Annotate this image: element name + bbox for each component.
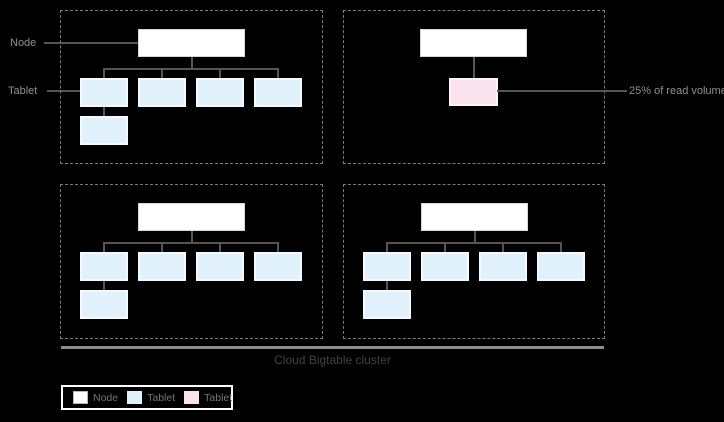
connector-line (560, 242, 562, 252)
tablet-box (254, 252, 302, 281)
tablet-box (80, 290, 128, 319)
legend-item-label: Tablet (204, 391, 233, 404)
node-group-bottom-left (60, 184, 323, 339)
tablet-leader-line (47, 90, 80, 92)
connector-line (103, 68, 105, 78)
legend-item-label: Node (93, 391, 119, 404)
legend-item: Tablet (127, 391, 175, 404)
connector-line (191, 57, 193, 69)
connector-line (103, 242, 105, 252)
connector-line (103, 68, 279, 70)
tablet-box (80, 116, 128, 145)
connector-line (386, 242, 388, 252)
connector-line (444, 242, 446, 252)
connector-line (473, 57, 475, 78)
node-box (138, 29, 245, 57)
tablet-box (479, 252, 527, 281)
connector-line (103, 242, 279, 244)
tablet-box (138, 252, 186, 281)
legend-item: Tablet (184, 391, 232, 404)
legend-item-label: Tablet (147, 391, 176, 404)
connector-line (219, 68, 221, 78)
legend-item: Node (73, 391, 118, 404)
tablet-annotation-label: Tablet (8, 85, 38, 97)
hot-tablet-box (449, 78, 498, 106)
tablet-box (196, 252, 244, 281)
tablet-box (196, 78, 244, 107)
connector-line (474, 231, 476, 243)
node-annotation-label: Node (10, 37, 37, 49)
tablet-box (363, 290, 411, 319)
tablet-box (363, 252, 411, 281)
connector-line (161, 68, 163, 78)
connector-line (191, 231, 193, 243)
node-box (421, 203, 528, 231)
read-volume-leader-line (497, 90, 627, 92)
connector-line (103, 107, 105, 116)
connector-line (386, 281, 388, 290)
connector-line (502, 242, 504, 252)
tablet-box (254, 78, 302, 107)
tablet-pink-swatch (184, 391, 200, 404)
tablet-box (421, 252, 469, 281)
node-swatch (73, 391, 88, 404)
node-leader-line (44, 42, 138, 44)
connector-line (277, 242, 279, 252)
cluster-title: Cloud Bigtable cluster (274, 353, 391, 367)
legend: Node Tablet Tablet (61, 385, 233, 410)
tablet-box (80, 252, 128, 281)
tablet-box (80, 78, 128, 107)
tablet-blue-swatch (127, 391, 143, 404)
cluster-underline (61, 346, 604, 349)
connector-line (277, 68, 279, 78)
read-volume-label: 25% of read volume (629, 85, 724, 97)
node-group-top-left (60, 10, 323, 164)
connector-line (103, 281, 105, 290)
node-box (420, 29, 527, 57)
tablet-box (537, 252, 585, 281)
node-group-bottom-right (343, 184, 605, 339)
connector-line (386, 242, 562, 244)
node-box (138, 203, 245, 231)
connector-line (219, 242, 221, 252)
tablet-box (138, 78, 186, 107)
connector-line (161, 242, 163, 252)
node-group-top-right (343, 10, 605, 164)
